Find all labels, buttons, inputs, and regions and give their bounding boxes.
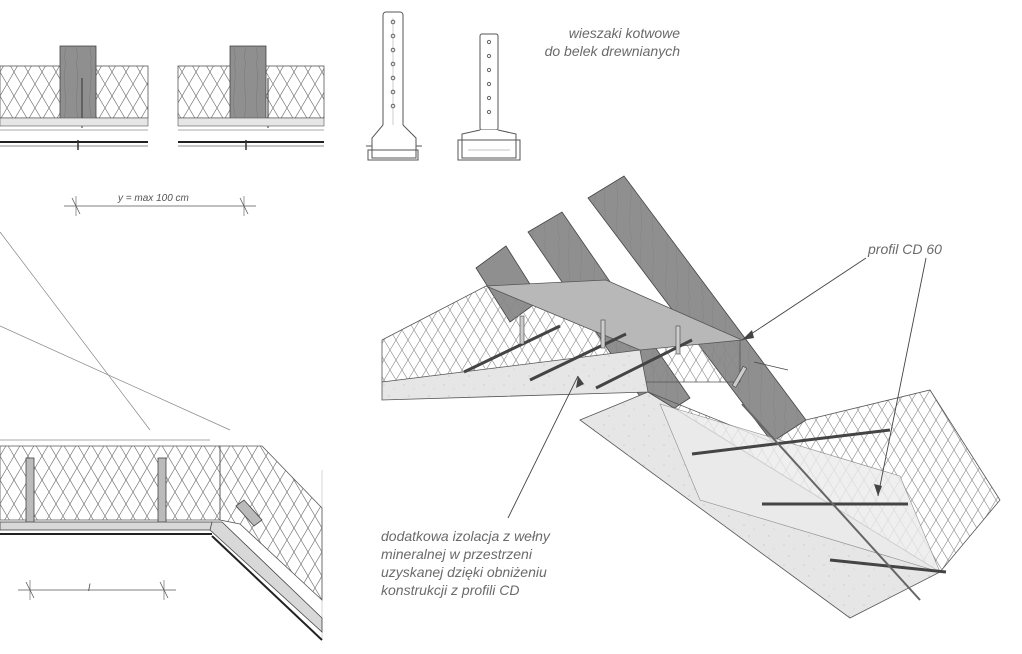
hangers-label-line1: wieszaki kotwowe (568, 25, 680, 41)
insulation-label: dodatkowa izolacja z wełny mineralnej w … (381, 527, 550, 599)
anchor-hanger-t-icon (457, 33, 521, 161)
leader-lines (507, 257, 927, 519)
hangers-label: wieszaki kotwowe do belek drewnianych (520, 24, 680, 60)
insulation-label-line2: mineralnej w przestrzeni (381, 546, 532, 562)
dimension-line-span (18, 580, 176, 600)
dimension-line-spacing (64, 196, 256, 216)
anchor-hanger-flat-icon (366, 11, 422, 161)
insulation-label-line3: uzyskanej dzięki obniżeniu (381, 564, 547, 580)
profile-label: profil CD 60 (868, 241, 942, 257)
spacing-dimension-label: y = max 100 cm (118, 193, 189, 204)
insulation-label-line1: dodatkowa izolacja z wełny (381, 528, 550, 544)
isometric-view (381, 175, 1001, 619)
section-detail-left (0, 45, 149, 150)
sloped-ceiling-section (0, 231, 323, 641)
section-detail-right (177, 45, 325, 150)
insulation-label-line4: konstrukcji z profili CD (381, 582, 520, 598)
span-dimension-label: l (88, 583, 91, 594)
hangers-label-line2: do belek drewnianych (544, 43, 680, 59)
